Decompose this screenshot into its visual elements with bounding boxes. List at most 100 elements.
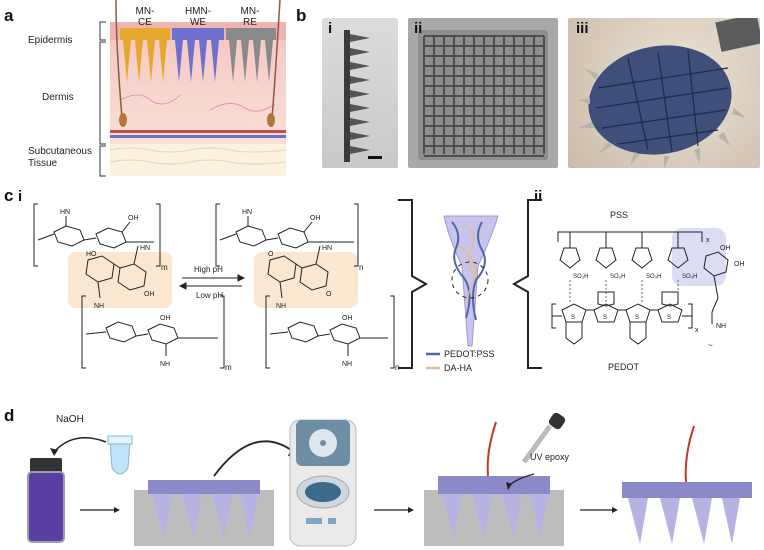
oh-label-1: OH [128,215,139,222]
legend-pedot-label: PEDOT:PSS [444,349,495,359]
oh-label-3: OH [144,291,155,298]
high-ph-label: High pH [194,265,223,274]
s-label-4: S [667,315,671,321]
photo-i-side-view [322,18,398,168]
pedot-label: PEDOT [608,362,640,372]
hydrogel-needle [443,215,499,347]
hn-label-1: HN [60,209,70,216]
oh-pedot-2: OH [734,261,745,268]
nh-label-1: HN [140,245,150,252]
pss-label: PSS [610,210,628,220]
nh-label-6: NH [342,361,352,368]
vial-cap [30,458,62,474]
equilibrium-arrows [178,274,246,290]
panel-a-label: a [4,6,14,25]
hmn-we-base [172,28,224,40]
hmn-we-needles [175,40,219,82]
vial-solution [27,471,65,543]
so3h-label-4: SO₃H [682,274,697,280]
mold-1-needles [152,494,258,538]
photo-iii-flexible [568,18,760,168]
mn-re-label: MN-RE [240,6,260,28]
panel-c-label: c [4,186,14,205]
wire-1 [486,421,497,477]
final-needles [628,498,740,544]
hn-label-2: HN [242,209,252,216]
hair-right [271,0,281,119]
s-label-2: S [603,315,607,321]
scale-bar [368,156,382,159]
photo-iii-label: iii [576,20,589,37]
epidermis-label: Epidermis [28,35,73,46]
quinone-box [254,252,358,308]
subscript-x-pss: x [706,237,710,244]
naoh-tube [109,441,131,475]
so3h-label-3: SO₃H [646,274,661,280]
uv-epoxy-label: UV epoxy [530,452,570,462]
mn-ce-base [120,28,170,40]
panel-d-label: d [4,406,15,425]
panel-c-i-label: i [18,188,23,205]
dropper-tube [521,424,553,464]
mn-re-needles [229,40,273,82]
hair-left [115,0,123,119]
left-brace [398,199,429,369]
subscript-m-top: m [161,263,168,272]
photo-ii-top-view [408,18,558,168]
subscript-m-bottom: m [225,363,232,372]
legend-daha-label: DA-HA [444,363,472,373]
catechol-highlight [672,228,726,286]
nh-label-3: NH [94,303,104,310]
subscript-n-top: n [359,263,363,272]
pedot-chain [551,291,693,345]
panel-c-ii-label: ii [534,188,543,205]
photo-i-label: i [328,20,333,37]
hmn-we-label: HMN-WE [184,6,212,28]
skin-schematic [110,0,286,176]
o-label-1: O [268,251,274,258]
mold-1-backing [148,480,260,494]
oh-label-4: OH [160,315,171,322]
ho-label-1: HO [86,251,97,258]
so3h-label-1: SO₃H [573,274,588,280]
zoom-circle [451,261,489,299]
protruding-needles [578,68,746,168]
dermis-label: Dermis [42,92,74,103]
dropper-bulb [548,412,566,430]
bent-array [588,45,732,155]
s-label-3: S [635,315,639,321]
subscript-x-pedot: x [695,327,699,334]
naoh-label: NaOH [56,414,84,425]
wire-2 [684,425,695,483]
layer-brackets [99,21,106,177]
so3h-label-2: SO₃H [610,274,625,280]
low-ph-label: Low pH [196,291,223,300]
oh-label-5: OH [342,315,353,322]
fabrication-process: UV epoxy [27,412,752,547]
nh-pedot: NH [716,323,726,330]
dermis-layer [110,40,286,144]
side-needles [350,34,370,154]
vein [110,135,286,138]
oh-label-2: OH [310,215,321,222]
nh-label-5: NH [160,361,170,368]
wavy-link: ~ [708,341,713,350]
mn-ce-needles [123,40,167,82]
nh-label-2: HN [322,245,332,252]
panel-b-label: b [296,6,307,25]
da-ha-reaction-scheme: High pH Low pH m n m n OH OH HN HN HO OH… [33,203,399,372]
s-label-1: S [571,315,575,321]
catechol-box [68,252,172,308]
subcutaneous-label: Subcutaneous Tissue [28,146,92,169]
mold-2-needles [442,494,548,538]
right-brace [511,199,542,369]
mn-re-base [226,28,276,40]
pedot-pss-structure: PSS x SO₃H SO₃H SO₃H SO₃H OH OH NH ~ [551,210,745,372]
needle-composition-diagram: PEDOT:PSS DA-HA [398,199,542,373]
photo-ii-label: ii [414,20,423,37]
array-grid [423,35,545,157]
o-label-2: O [326,291,332,298]
final-backing [622,482,752,498]
mold-2-backing [438,476,550,494]
nh-label-4: NH [276,303,286,310]
